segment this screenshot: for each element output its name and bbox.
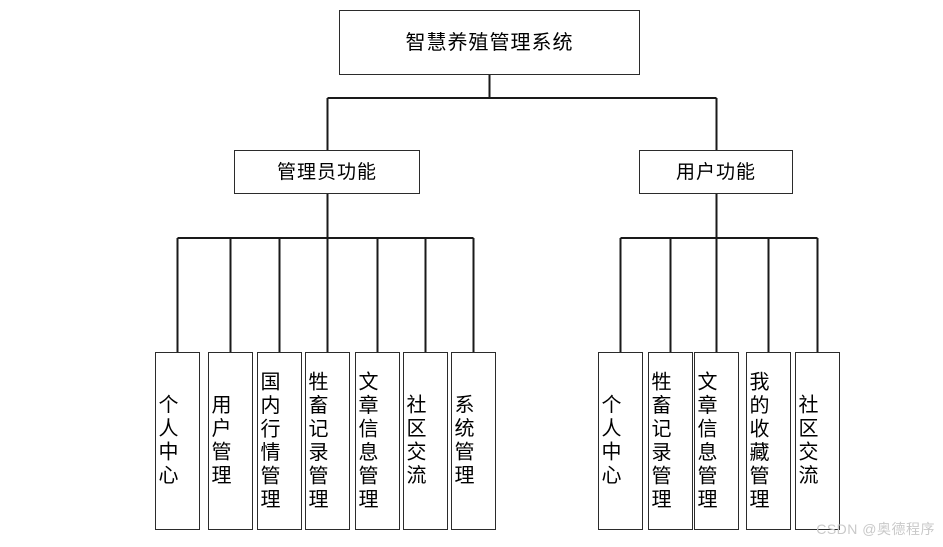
node-leaf-label: 牲畜记录管理	[305, 370, 327, 512]
node-leaf-user-livestock-record-management[interactable]: 牲畜记录管理	[648, 352, 693, 530]
node-leaf-label: 社区交流	[795, 394, 817, 488]
node-leaf-label: 用户管理	[208, 394, 230, 488]
node-branch-admin-label: 管理员功能	[276, 161, 377, 183]
node-leaf-admin-user-management[interactable]: 用户管理	[208, 352, 253, 530]
node-leaf-label: 我的收藏管理	[746, 370, 768, 512]
node-branch-admin[interactable]: 管理员功能	[234, 150, 420, 194]
node-leaf-admin-system-management[interactable]: 系统管理	[451, 352, 496, 530]
node-leaf-admin-livestock-record-management[interactable]: 牲畜记录管理	[305, 352, 350, 530]
node-leaf-user-community-exchange[interactable]: 社区交流	[795, 352, 840, 530]
node-leaf-label: 文章信息管理	[355, 370, 377, 512]
node-leaf-admin-domestic-market-management[interactable]: 国内行情管理	[257, 352, 302, 530]
node-leaf-user-my-favorites-management[interactable]: 我的收藏管理	[746, 352, 791, 530]
watermark: CSDN @奥德程序	[816, 521, 935, 537]
node-leaf-user-article-info-management[interactable]: 文章信息管理	[694, 352, 739, 530]
node-leaf-admin-community-exchange[interactable]: 社区交流	[403, 352, 448, 530]
node-leaf-label: 文章信息管理	[694, 370, 716, 512]
node-leaf-user-personal-center[interactable]: 个人中心	[598, 352, 643, 530]
node-leaf-label: 国内行情管理	[257, 370, 279, 512]
node-leaf-label: 个人中心	[598, 394, 620, 488]
node-branch-user[interactable]: 用户功能	[639, 150, 793, 194]
node-root-system[interactable]: 智慧养殖管理系统	[339, 10, 640, 75]
node-root-label: 智慧养殖管理系统	[405, 31, 574, 54]
node-leaf-label: 社区交流	[403, 394, 425, 488]
node-leaf-label: 牲畜记录管理	[648, 370, 670, 512]
node-leaf-label: 系统管理	[451, 394, 473, 488]
node-branch-user-label: 用户功能	[675, 161, 756, 183]
node-leaf-label: 个人中心	[155, 394, 177, 488]
node-leaf-admin-personal-center[interactable]: 个人中心	[155, 352, 200, 530]
node-leaf-admin-article-info-management[interactable]: 文章信息管理	[355, 352, 400, 530]
